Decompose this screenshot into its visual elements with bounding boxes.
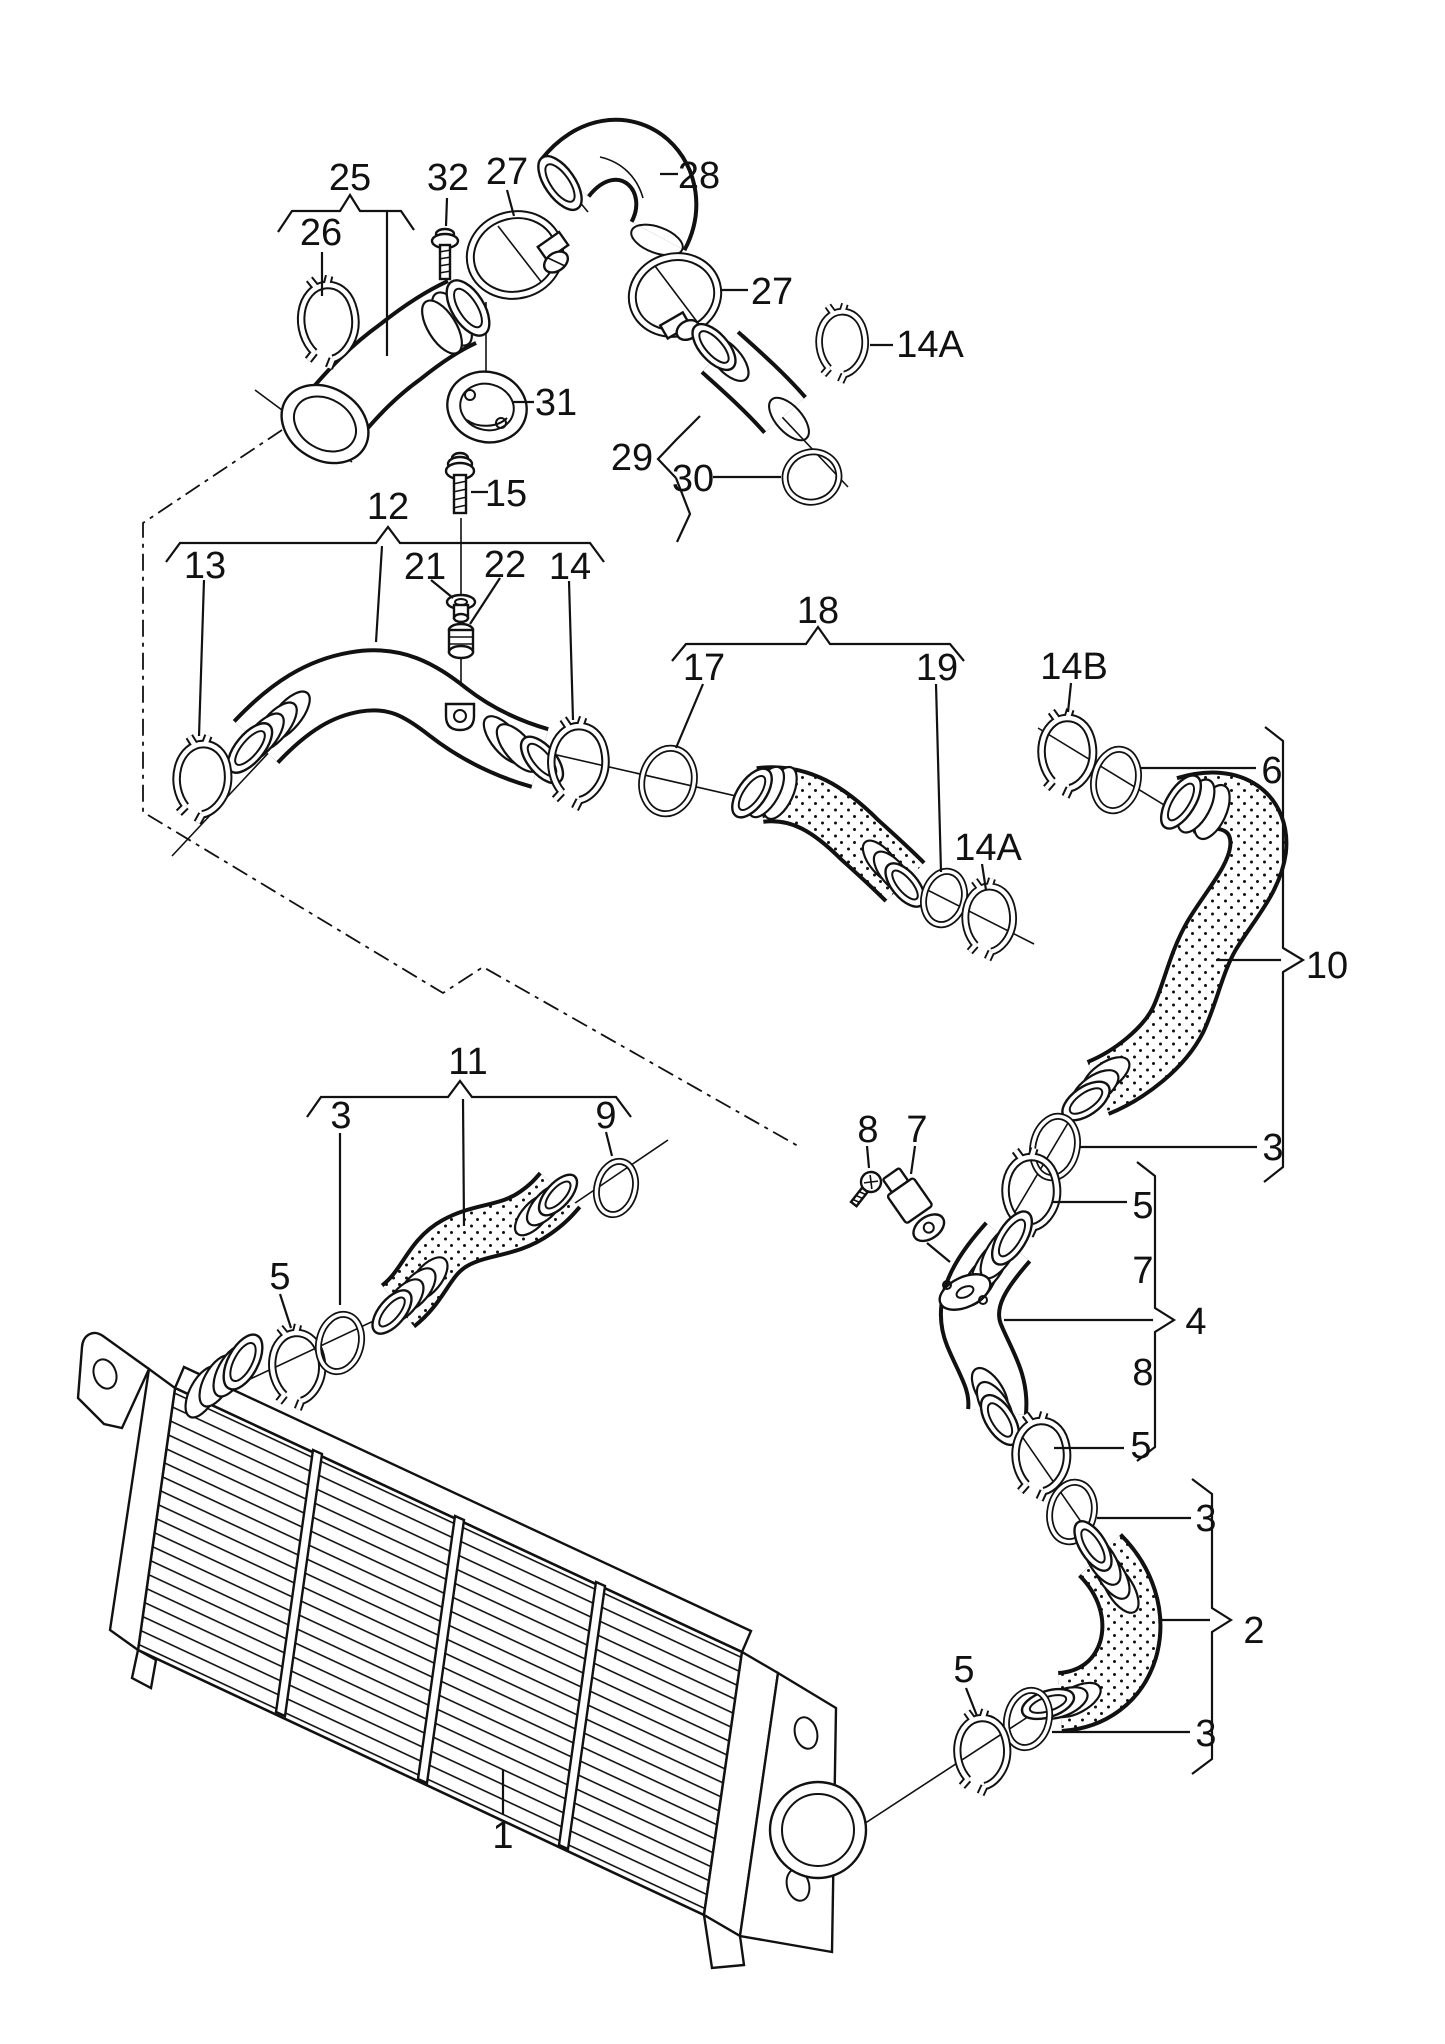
part-label-3-mid: 3 bbox=[1195, 1498, 1216, 1540]
part-label-9: 9 bbox=[595, 1095, 616, 1137]
bolt-32 bbox=[430, 227, 460, 281]
part-label-15: 15 bbox=[485, 473, 527, 515]
part-label-5-left: 5 bbox=[269, 1256, 290, 1298]
part-label-11: 11 bbox=[448, 1041, 487, 1083]
part-label-26: 26 bbox=[300, 212, 342, 254]
o-ring-30 bbox=[781, 448, 843, 506]
part-label-19: 19 bbox=[916, 647, 958, 689]
part-label-18: 18 bbox=[797, 590, 839, 632]
washer-21 bbox=[445, 593, 477, 624]
screw-8 bbox=[849, 1170, 883, 1208]
part-label-4: 4 bbox=[1185, 1301, 1206, 1343]
o-ring-6 bbox=[1090, 745, 1142, 815]
part-label-29: 29 bbox=[611, 437, 653, 479]
part-label-6: 6 bbox=[1261, 750, 1282, 792]
flange-31 bbox=[446, 370, 528, 444]
o-ring-3-under-10 bbox=[1029, 1112, 1081, 1182]
o-ring-19 bbox=[920, 867, 968, 929]
part-label-17: 17 bbox=[683, 647, 725, 689]
o-ring-9 bbox=[592, 1157, 640, 1219]
retaining-clip-14A-top bbox=[810, 300, 874, 386]
charge-air-elbow-28 bbox=[537, 117, 699, 257]
part-label-14B: 14B bbox=[1040, 646, 1108, 688]
retaining-clip-13 bbox=[169, 732, 235, 825]
connecting-pipe-29 bbox=[691, 322, 810, 442]
pressure-sensor-7 bbox=[882, 1167, 946, 1243]
part-labels: 25 26 32 27 28 27 14A 31 29 30 15 12 13 … bbox=[184, 151, 1348, 1857]
part-label-3-bot: 3 bbox=[1195, 1713, 1216, 1755]
hose-clamp-27b bbox=[627, 252, 723, 342]
part-label-10: 10 bbox=[1306, 945, 1348, 987]
bracket-lines bbox=[165, 172, 1306, 1815]
charge-air-pipe-25 bbox=[280, 279, 491, 465]
part-label-27a: 27 bbox=[486, 151, 528, 193]
part-label-1: 1 bbox=[492, 1815, 513, 1857]
pressure-hose-18 bbox=[731, 765, 926, 908]
part-label-28: 28 bbox=[678, 155, 720, 197]
part-label-5-col-bot: 5 bbox=[1130, 1425, 1151, 1467]
o-ring-3-bottom bbox=[1002, 1686, 1054, 1752]
part-label-14A-top: 14A bbox=[896, 324, 964, 366]
part-label-25: 25 bbox=[329, 157, 371, 199]
part-label-2: 2 bbox=[1243, 1610, 1264, 1652]
o-ring-3-mid bbox=[1046, 1478, 1098, 1546]
hose-clamp-27a bbox=[465, 210, 570, 300]
part-label-12: 12 bbox=[367, 486, 409, 528]
bolt-15 bbox=[444, 451, 476, 515]
part-label-8-screw: 8 bbox=[857, 1109, 878, 1151]
intercooler-1 bbox=[76, 1331, 868, 1970]
separator-dashdot-line bbox=[142, 429, 799, 1147]
part-label-5-col-top: 5 bbox=[1132, 1185, 1153, 1227]
part-label-13: 13 bbox=[184, 545, 226, 587]
o-ring-3-left bbox=[314, 1310, 366, 1376]
part-label-7-col: 7 bbox=[1132, 1250, 1153, 1292]
pressure-hose-11 bbox=[371, 1171, 582, 1335]
part-label-3-left: 3 bbox=[330, 1095, 351, 1137]
part-label-32: 32 bbox=[427, 157, 469, 199]
part-label-21: 21 bbox=[404, 546, 446, 588]
part-label-30: 30 bbox=[672, 458, 714, 500]
part-label-14A-mid: 14A bbox=[954, 827, 1022, 869]
pressure-hose-2 bbox=[1020, 1520, 1163, 1733]
part-label-7-sensor: 7 bbox=[906, 1109, 927, 1151]
bushing-22 bbox=[447, 622, 475, 660]
charge-air-pipe-12 bbox=[226, 648, 565, 789]
o-ring-17 bbox=[638, 744, 698, 818]
part-label-22: 22 bbox=[484, 544, 526, 586]
part-label-3-under-10: 3 bbox=[1262, 1127, 1283, 1169]
charge-air-pipe-4 bbox=[938, 1210, 1034, 1447]
part-label-5-bot: 5 bbox=[953, 1649, 974, 1691]
part-label-8-col: 8 bbox=[1132, 1352, 1153, 1394]
part-label-27b: 27 bbox=[751, 271, 793, 313]
pressure-hose-10 bbox=[1061, 770, 1289, 1122]
part-label-31: 31 bbox=[535, 382, 577, 424]
retaining-clip-14 bbox=[541, 713, 613, 813]
part-label-14: 14 bbox=[549, 546, 591, 588]
